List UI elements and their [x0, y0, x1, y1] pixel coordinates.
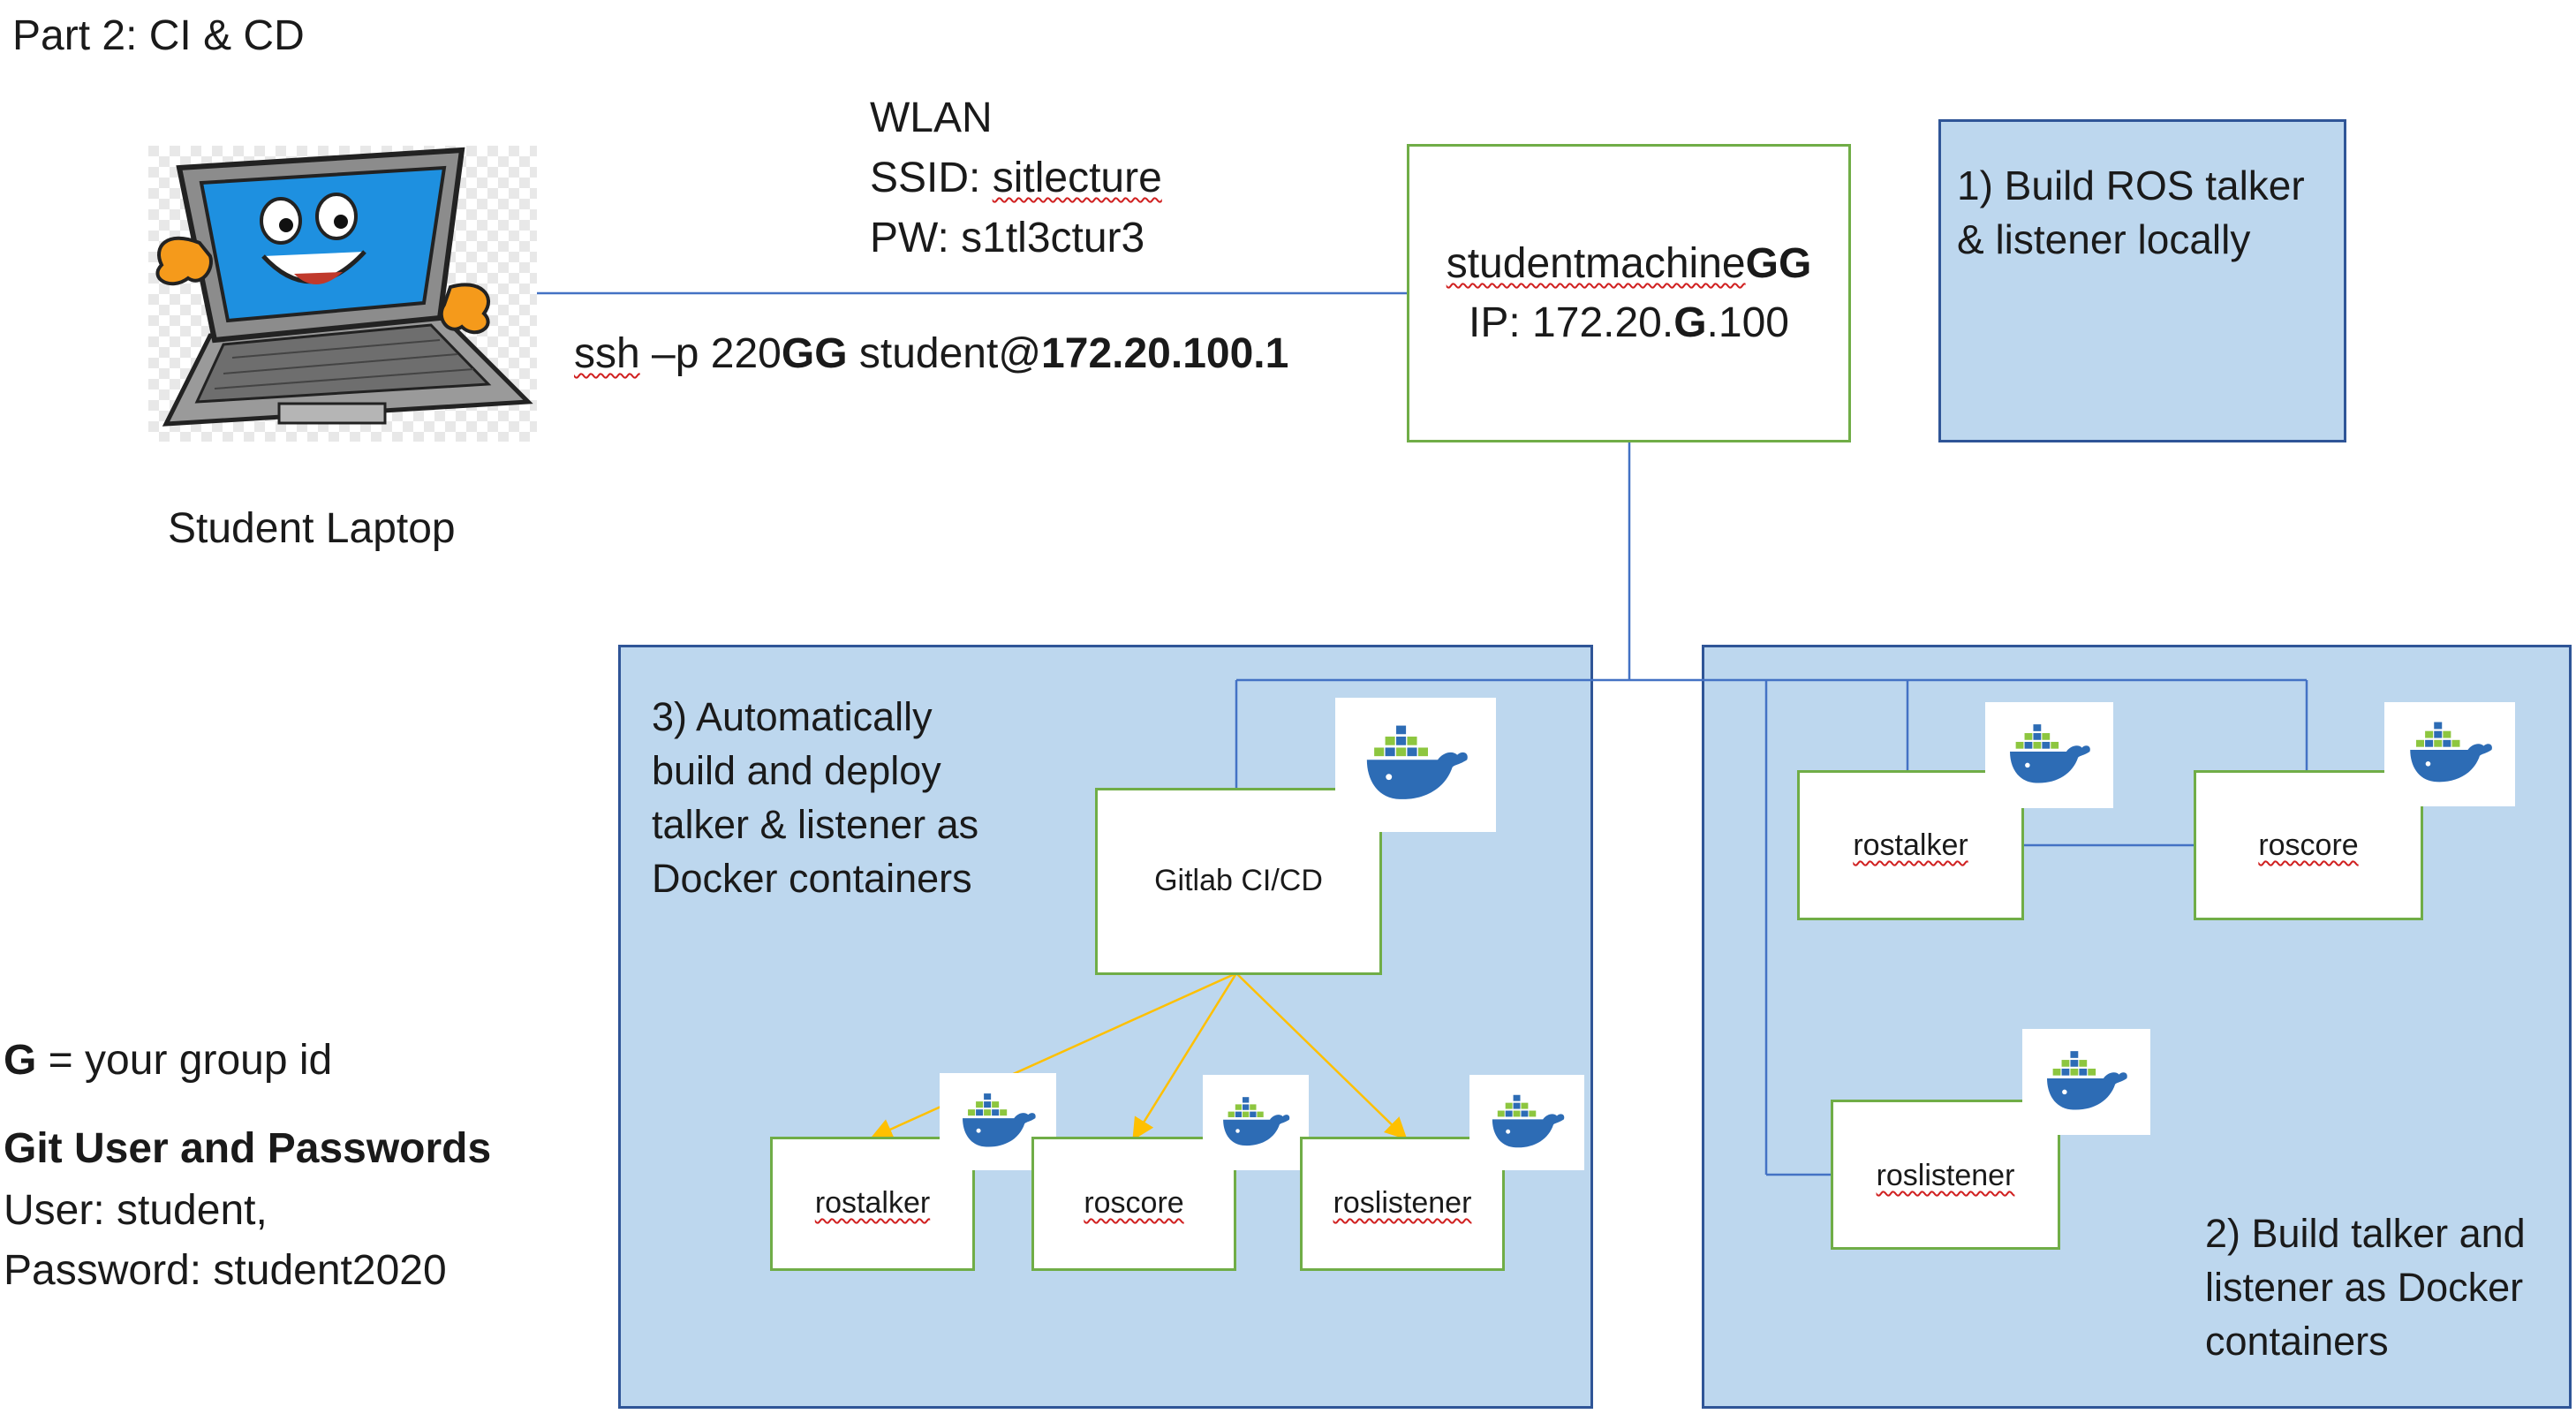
group-id-note: G = your group id — [4, 1037, 333, 1084]
wlan-ssid: SSID: sitlecture — [870, 155, 1162, 201]
git-password: Password: student2020 — [4, 1247, 447, 1294]
docker-whale-icon — [2400, 710, 2499, 798]
docker-whale-icon — [1484, 1083, 1571, 1163]
step3-line1: 3) Automatically — [652, 694, 933, 739]
studentmachine-name: studentmachineGG — [1446, 240, 1812, 287]
rostalker-label: rostalker — [1853, 828, 1968, 862]
docker-icon-rostalker — [1985, 702, 2113, 808]
wlan-password: PW: s1tl3ctur3 — [870, 215, 1145, 261]
gitlab-ci-label: Gitlab CI/CD — [1154, 864, 1323, 897]
studentmachine-ip: IP: 172.20.G.100 — [1469, 299, 1789, 346]
wlan-label: WLAN — [870, 95, 993, 141]
ci-roslistener-label: roslistener — [1333, 1186, 1472, 1220]
docker-icon-roslistener — [2022, 1029, 2150, 1135]
step3-line2: build and deploy — [652, 748, 941, 793]
step2-line3: containers — [2205, 1319, 2389, 1364]
step2-line1: 2) Build talker and — [2205, 1211, 2526, 1256]
docker-icon-roscore — [2384, 702, 2515, 806]
git-user: User: student, — [4, 1187, 268, 1234]
studentmachine-box — [1407, 144, 1851, 442]
docker-whale-icon — [2037, 1038, 2134, 1127]
step1-panel — [1938, 119, 2346, 442]
ssh-command[interactable]: ssh –p 220GG student@172.20.100.1 — [574, 330, 1289, 377]
deploy-arrow-roslistener — [1235, 972, 1408, 1140]
docker-icon-ci-roscore — [1203, 1075, 1309, 1170]
roslistener-label: roslistener — [1876, 1159, 2015, 1192]
docker-whale-icon — [1355, 708, 1477, 821]
ci-rostalker-label: rostalker — [814, 1186, 931, 1220]
step1-line1: 1) Build ROS talker — [1957, 163, 2305, 208]
page-title: Part 2: CI & CD — [12, 12, 305, 59]
roscore-label: roscore — [2258, 828, 2359, 862]
ci-roscore-label: roscore — [1084, 1186, 1184, 1220]
step2-line2: listener as Docker — [2205, 1265, 2524, 1310]
docker-whale-icon — [1215, 1083, 1296, 1163]
docker-icon-ci-roslistener — [1469, 1075, 1584, 1170]
laptop-label: Student Laptop — [168, 505, 456, 552]
deploy-arrow-roscore — [1132, 972, 1238, 1141]
step3-line3: talker & listener as — [652, 802, 979, 847]
docker-whale-icon — [2000, 711, 2097, 800]
laptop-icon — [148, 146, 537, 442]
step3-line4: Docker containers — [652, 856, 972, 901]
deploy-arrow-rostalker — [870, 972, 1237, 1140]
gitlab-ci-box[interactable] — [1095, 788, 1382, 975]
step1-line2: & listener locally — [1957, 216, 2251, 262]
ci-roscore-box — [1031, 1137, 1236, 1271]
roslistener-box — [1831, 1100, 2060, 1250]
git-credentials-heading: Git User and Passwords — [4, 1125, 492, 1172]
docker-icon-gitlab — [1335, 698, 1496, 832]
docker-whale-icon — [954, 1081, 1042, 1162]
